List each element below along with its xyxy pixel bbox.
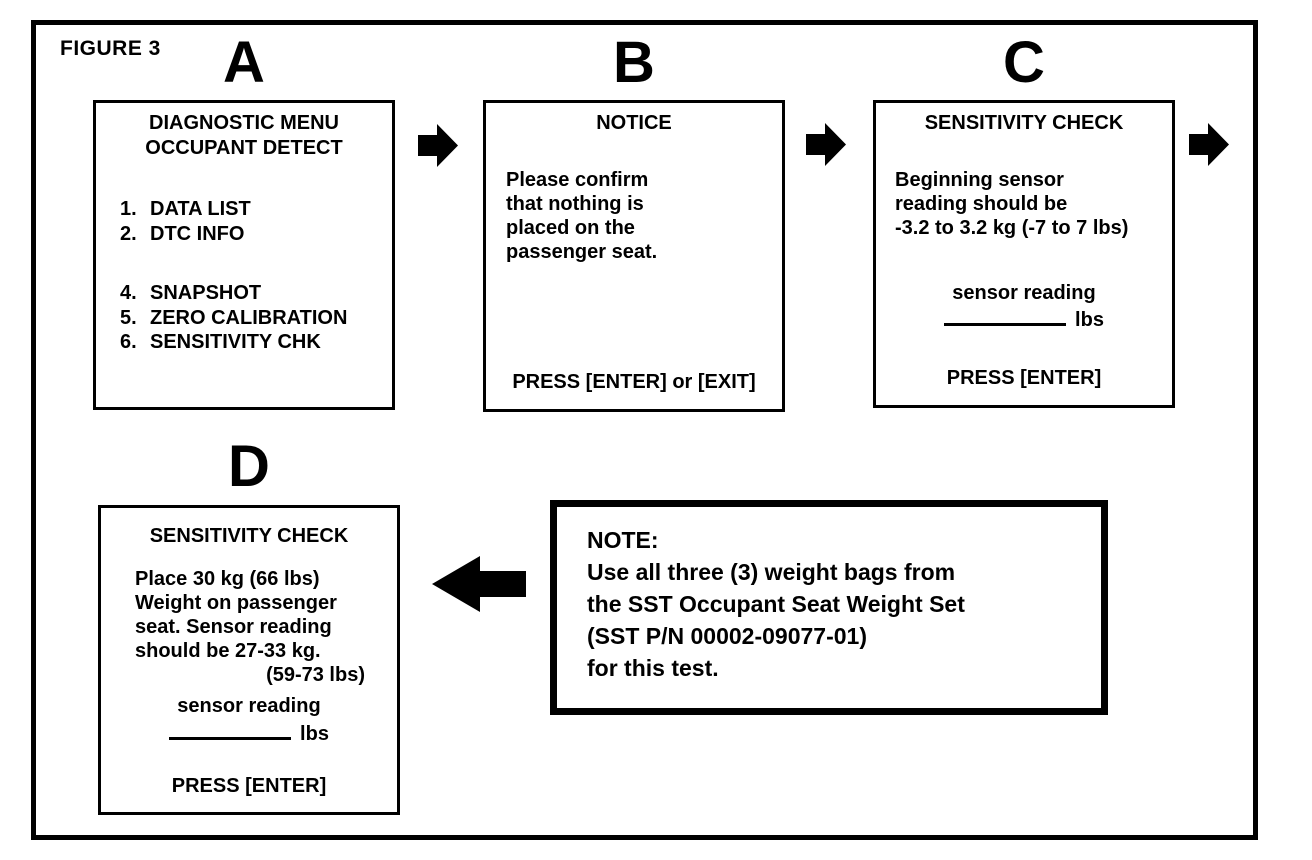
screen-d-sensor-reading-label: sensor reading — [177, 695, 321, 717]
arrow-left-icon — [432, 556, 526, 612]
menu-item-label: SNAPSHOT — [150, 282, 262, 304]
screen-d-press-instruction: PRESS [ENTER] — [171, 775, 327, 797]
screen-a-title: DIAGNOSTIC MENU OCCUPANT DETECT — [96, 111, 392, 161]
screen-c-sensitivity-check: SENSITIVITY CHECK Beginning sensor readi… — [873, 100, 1175, 408]
screen-d-body-line: Place 30 kg (66 lbs) — [135, 568, 320, 590]
screen-b-body-line: placed on the — [506, 217, 635, 239]
menu-item-zero-calibration: 5. ZERO CALIBRATION — [120, 306, 347, 331]
arrow-right-icon — [1189, 121, 1229, 168]
sensor-reading-blank — [169, 718, 292, 740]
screen-b-body-line: that nothing is — [506, 193, 644, 215]
screen-a-title-line1: DIAGNOSTIC MENU — [149, 112, 339, 134]
screen-d-body-line: seat. Sensor reading — [135, 616, 332, 638]
screen-d-body-line: should be 27-33 kg. — [135, 640, 321, 662]
screen-c-reading-row: lbs — [876, 304, 1172, 332]
screen-d-body-line-lbs-range: (59-73 lbs) — [266, 664, 365, 686]
menu-item-number: 2. — [120, 222, 137, 245]
screen-b-notice: NOTICE Please confirm that nothing is pl… — [483, 100, 785, 412]
note-line: (SST P/N 00002-09077-01) — [587, 623, 867, 649]
screen-c-body-line: reading should be — [895, 193, 1068, 215]
screen-d-reading-row: lbs — [101, 718, 397, 746]
menu-item-data-list: 1. DATA LIST — [120, 197, 347, 222]
menu-item-number: 1. — [120, 198, 137, 220]
screen-c-press-instruction: PRESS [ENTER] — [946, 367, 1102, 389]
screen-b-body: Please confirm that nothing is placed on… — [506, 168, 657, 264]
menu-item-label: ZERO CALIBRATION — [150, 306, 348, 329]
screen-a-diagnostic-menu: DIAGNOSTIC MENU OCCUPANT DETECT 1. DATA … — [93, 100, 395, 410]
note-box: NOTE: Use all three (3) weight bags from… — [550, 500, 1108, 715]
menu-item-label: DATA LIST — [150, 198, 251, 220]
screen-a-title-line2: OCCUPANT DETECT — [145, 137, 343, 159]
menu-item-label: DTC INFO — [150, 222, 245, 245]
screen-c-body-line: Beginning sensor — [895, 169, 1064, 191]
sensor-reading-blank — [944, 304, 1067, 326]
screen-d-title: SENSITIVITY CHECK — [149, 525, 349, 547]
screen-c-body: Beginning sensor reading should be -3.2 … — [895, 168, 1128, 240]
screen-c-body-line: -3.2 to 3.2 kg (-7 to 7 lbs) — [895, 217, 1129, 239]
note-line: for this test. — [587, 655, 719, 681]
screen-b-body-line: passenger seat. — [506, 241, 658, 263]
step-letter-b: B — [613, 30, 655, 95]
step-letter-d: D — [228, 434, 270, 499]
menu-item-sensitivity-chk: 6. SENSITIVITY CHK — [120, 330, 347, 355]
arrow-right-icon — [806, 121, 846, 168]
screen-d-reading-unit: lbs — [300, 723, 329, 745]
note-line: Use all three (3) weight bags from — [587, 559, 956, 585]
screen-c-title: SENSITIVITY CHECK — [924, 112, 1124, 134]
screen-b-body-line: Please confirm — [506, 169, 649, 191]
step-letter-a: A — [223, 30, 265, 95]
menu-item-label: SENSITIVITY CHK — [150, 331, 321, 353]
screen-c-sensor-reading-label: sensor reading — [952, 282, 1096, 304]
arrow-right-icon — [418, 122, 458, 169]
screen-a-menu-list: 1. DATA LIST 2. DTC INFO 4. SNAPSHOT 5. … — [120, 197, 347, 355]
menu-item-number: 5. — [120, 306, 137, 329]
screen-d-body: Place 30 kg (66 lbs) Weight on passenger… — [135, 567, 365, 687]
menu-item-number: 6. — [120, 331, 137, 353]
menu-item-snapshot: 4. SNAPSHOT — [120, 281, 347, 306]
screen-d-sensitivity-check: SENSITIVITY CHECK Place 30 kg (66 lbs) W… — [98, 505, 400, 815]
note-title: NOTE: — [587, 527, 659, 553]
screen-b-press-instruction: PRESS [ENTER] or [EXIT] — [512, 371, 756, 393]
note-line: the SST Occupant Seat Weight Set — [587, 591, 965, 617]
menu-item-dtc-info: 2. DTC INFO — [120, 222, 347, 247]
figure-label: FIGURE 3 — [60, 37, 161, 60]
screen-d-body-line: Weight on passenger — [135, 592, 337, 614]
step-letter-c: C — [1003, 30, 1045, 95]
screen-b-title: NOTICE — [596, 112, 672, 134]
menu-item-number: 4. — [120, 282, 137, 304]
screen-c-reading-unit: lbs — [1075, 309, 1104, 331]
